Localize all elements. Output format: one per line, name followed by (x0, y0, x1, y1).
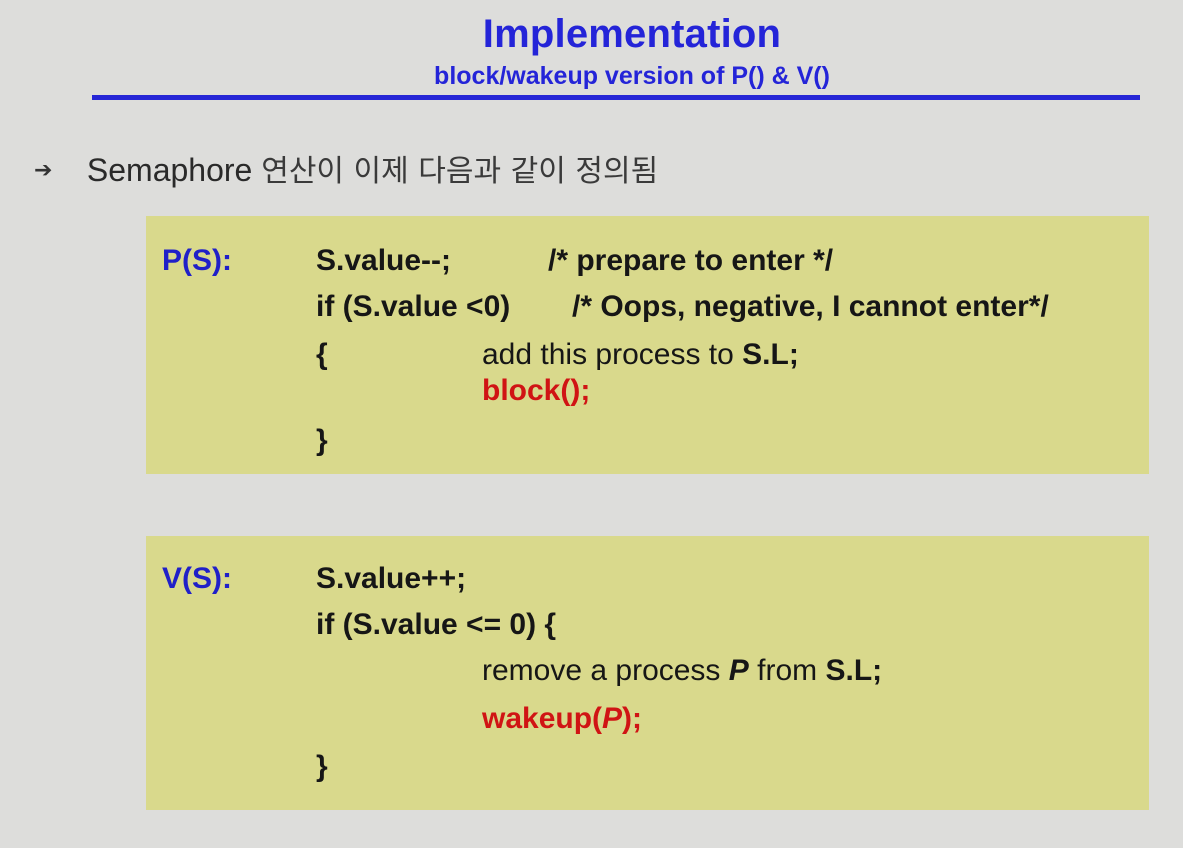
v-wakeup-call: wakeup(P); (482, 702, 642, 736)
p-block-call: block(); (482, 374, 591, 407)
p-line3: add this process to S.L; (482, 338, 799, 372)
p-operation-box: P(S): S.value--; /* prepare to enter */ … (146, 216, 1149, 474)
v-operation-box: V(S): S.value++; if (S.value <= 0) { rem… (146, 536, 1149, 810)
p-line1-comment: /* prepare to enter */ (548, 244, 834, 277)
v-line1-code: S.value++; (316, 562, 467, 595)
p-close-brace: } (316, 424, 328, 457)
v-wakeup-a: wakeup( (482, 702, 603, 735)
p-label: P(S): (162, 244, 232, 277)
v-line3: remove a process P from S.L; (482, 654, 882, 688)
p-open-brace: { (316, 338, 328, 371)
bullet-item: ➔ Semaphore 연산이 이제 다음과 같이 정의됨 (34, 146, 658, 190)
bullet-text: Semaphore 연산이 이제 다음과 같이 정의됨 (86, 152, 659, 189)
v-wakeup-b: ); (622, 702, 643, 735)
v-label: V(S): (162, 562, 232, 595)
p-line1-code: S.value--; (316, 244, 452, 277)
slide-title: Implementation (482, 12, 782, 56)
v-line3-italic: P (728, 654, 749, 687)
v-line3-text-a: remove a process (482, 654, 729, 687)
arrow-bullet-icon: ➔ (34, 157, 53, 182)
p-line3-bold: S.L (742, 338, 789, 371)
p-line2-comment: /* Oops, negative, I cannot enter*/ (572, 290, 1049, 323)
p-line2-code: if (S.value <0) (316, 290, 511, 323)
bullet-text-ko: 연산이 이제 다음과 같이 정의됨 (261, 154, 659, 189)
v-line3-bold: S.L (825, 654, 873, 687)
v-line3-text-b: from (748, 654, 826, 687)
v-line2-code: if (S.value <= 0) { (316, 608, 557, 641)
bullet-text-en: Semaphore (86, 152, 253, 188)
slide-subtitle: block/wakeup version of P() & V() (434, 62, 830, 90)
v-line3-end: ; (872, 654, 883, 687)
v-wakeup-italic: P (602, 702, 623, 735)
p-line3-text: add this process to (482, 338, 743, 371)
p-line3-end: ; (788, 338, 799, 371)
v-close-brace: } (316, 750, 328, 783)
title-underline (92, 95, 1140, 100)
